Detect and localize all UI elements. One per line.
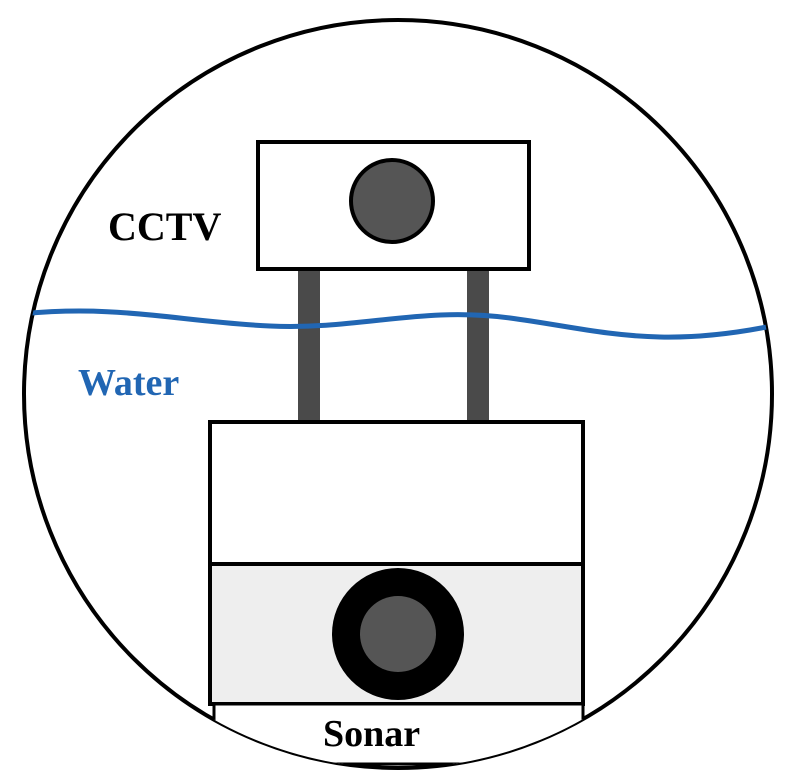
support-rod-right (467, 270, 489, 422)
cctv-label: CCTV (108, 204, 221, 249)
main-body (208, 420, 585, 566)
sonar-label: Sonar (323, 713, 420, 755)
water-label: Water (78, 362, 179, 404)
sonar-transducer-core (360, 596, 436, 672)
camera-lens-icon (349, 158, 435, 244)
water-line (24, 308, 772, 340)
support-rod-left (298, 270, 320, 422)
